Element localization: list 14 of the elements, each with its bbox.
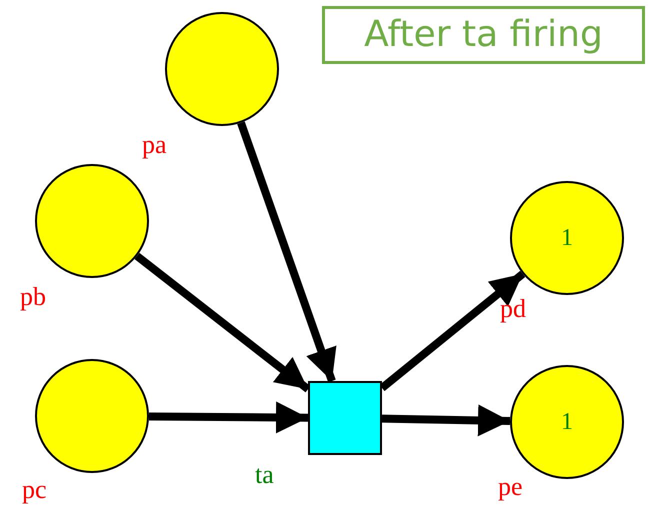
place-label: pc [22, 477, 47, 503]
arrow [382, 404, 510, 436]
arrow [134, 252, 310, 392]
token-count: 1 [561, 408, 573, 437]
transition-label: ta [255, 462, 274, 488]
arrow [148, 401, 308, 434]
place-label: pb [20, 284, 46, 310]
transition-box [308, 381, 382, 455]
token-count: 1 [561, 224, 573, 253]
place-label: pa [142, 132, 167, 158]
title-box: After ta firing [322, 6, 645, 64]
place-label: pe [498, 474, 523, 500]
place-label: pd [500, 296, 526, 322]
arrow [237, 121, 336, 382]
